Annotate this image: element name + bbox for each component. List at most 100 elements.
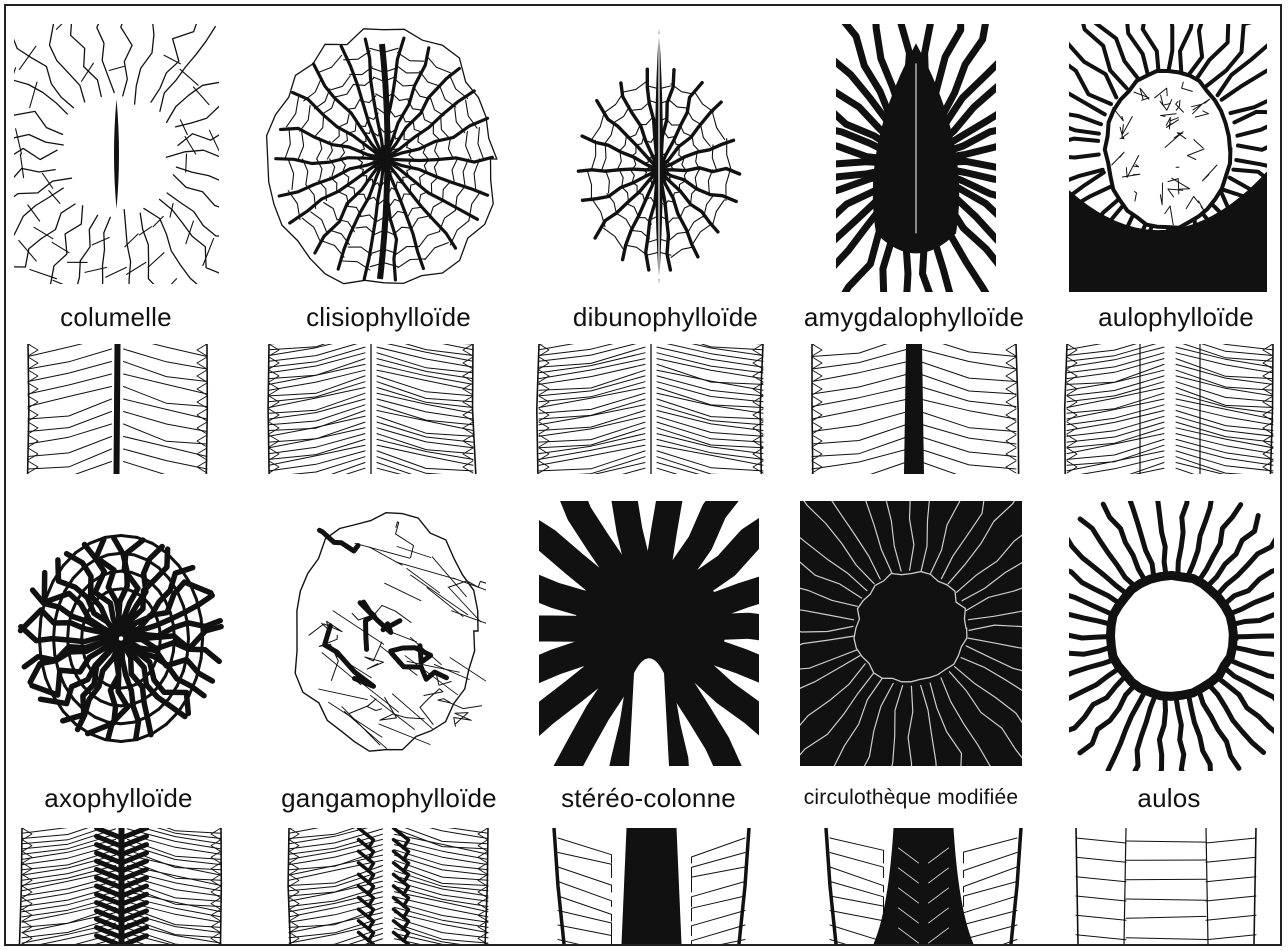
dissepiment: [1006, 370, 1016, 382]
tabula: [539, 457, 645, 474]
tabula: [622, 187, 629, 202]
dissepiment: [108, 722, 121, 724]
columelle-long-section: [20, 344, 215, 474]
tabula: [539, 347, 645, 367]
tabella: [355, 543, 410, 558]
tabula: [657, 468, 763, 474]
aulos-wall: [1124, 828, 1126, 944]
dissepiment: [830, 911, 884, 936]
label-dibunophylloide: dibunophylloïde: [553, 302, 778, 333]
dissepiment: [558, 911, 612, 936]
amygdalophylloide-plan-view: [836, 24, 996, 292]
tabula: [356, 227, 374, 234]
tabula: [321, 241, 344, 258]
tabula: [539, 382, 645, 402]
dissepiment: [20, 154, 23, 178]
tabula: [302, 218, 320, 242]
dissepiment: [830, 867, 884, 892]
dissepiment: [177, 591, 183, 606]
tabula: [431, 177, 438, 194]
dissepiment: [211, 898, 221, 910]
dissepiment: [101, 701, 111, 705]
tabella: [342, 707, 380, 745]
dissepiment: [692, 911, 746, 936]
aulos-wall: [1206, 828, 1208, 944]
septum: [1069, 635, 1112, 638]
tabula: [619, 170, 623, 187]
label-aulos: aulos: [1094, 783, 1244, 814]
tabula: [1067, 359, 1164, 379]
dissepiment: [108, 553, 121, 555]
dissepiment: [170, 613, 173, 626]
dissepiment: [197, 435, 207, 447]
tabula: [1176, 451, 1273, 471]
septum: [124, 210, 140, 284]
tabula: [419, 232, 439, 247]
axial-column: [904, 344, 924, 474]
tabula: [348, 123, 356, 133]
tabula: [539, 451, 645, 471]
tabula: [695, 92, 714, 112]
dissepiment: [692, 867, 746, 892]
dissepiment: [478, 840, 488, 852]
dissepiment: [1076, 857, 1126, 862]
tabula: [592, 112, 604, 139]
septum: [160, 199, 220, 274]
septum: [14, 204, 75, 267]
septum: [350, 699, 382, 714]
dissepiment: [39, 639, 41, 659]
tabula: [324, 203, 337, 220]
tabula: [124, 424, 208, 444]
tabula: [920, 344, 1016, 357]
tabula: [1067, 382, 1164, 402]
aulos-plan-view: [1069, 501, 1274, 771]
dissepiment: [964, 838, 1018, 863]
dissepiment: [68, 625, 69, 638]
tabula: [341, 132, 347, 145]
septum: [14, 32, 74, 107]
tabella: [356, 679, 398, 712]
tabula: [539, 422, 645, 442]
tabula: [377, 457, 473, 474]
tabula: [713, 113, 725, 140]
tabula: [401, 194, 411, 202]
dissepiment: [160, 629, 161, 639]
aulos-wall: [1111, 575, 1234, 696]
dissepiment: [68, 639, 69, 652]
tabula: [28, 344, 112, 357]
tabula: [627, 204, 638, 216]
dissepiment: [1006, 422, 1016, 434]
dissepiment: [156, 279, 176, 284]
tabula: [28, 412, 112, 432]
tabula: [396, 65, 419, 73]
tabula: [124, 399, 208, 419]
tabula: [1176, 393, 1273, 413]
axophylloide-plan-view: [16, 506, 226, 771]
tabula: [448, 137, 453, 159]
dissepiment: [72, 601, 77, 613]
axophylloide-long-section: [14, 828, 229, 944]
tabula: [1126, 916, 1206, 918]
tabula: [336, 84, 354, 97]
septum: [438, 699, 482, 709]
dissepiment: [111, 705, 121, 706]
tabula: [669, 100, 687, 108]
tabula: [124, 437, 208, 457]
dissepiment: [151, 582, 159, 590]
dissepiment: [812, 422, 822, 434]
dissepiment: [39, 618, 41, 638]
tabula: [671, 247, 694, 257]
tabula: [377, 411, 473, 431]
tabula: [300, 106, 310, 132]
tabula: [619, 135, 626, 151]
tabula: [269, 422, 365, 442]
dissepiment: [1076, 915, 1126, 920]
tabula: [289, 828, 383, 833]
tabula: [348, 247, 372, 255]
dissepiment: [197, 422, 207, 434]
label-amygdalophylloide: amygdalophylloïde: [784, 302, 1044, 333]
tabula: [617, 152, 621, 170]
tabula: [1176, 382, 1273, 402]
dissepiment: [692, 838, 746, 863]
tabula: [466, 131, 471, 159]
